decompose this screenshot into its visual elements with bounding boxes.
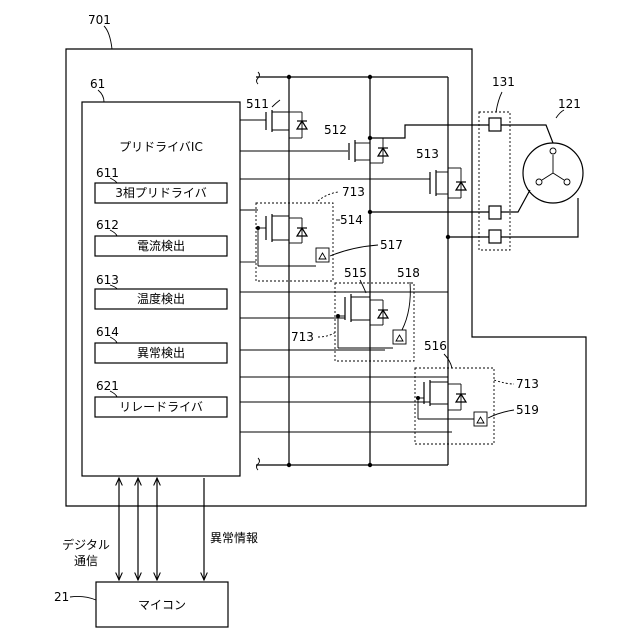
connector-131: 131 — [479, 75, 515, 250]
relay-group-label: 713 — [291, 330, 314, 344]
communication-arrows: デジタル 通信 異常情報 — [62, 478, 258, 580]
switch-515-label: 515 — [344, 266, 367, 280]
switch-514-label: 514 — [340, 213, 363, 227]
relay-group-2: 515 518 713 — [291, 266, 420, 361]
pre-driver-ic-ref: 61 — [90, 77, 105, 91]
microcontroller-name: マイコン — [138, 598, 186, 612]
motor-121: 121 — [501, 97, 583, 237]
block-name: リレードライバ — [119, 400, 203, 414]
connector-label: 131 — [492, 75, 515, 89]
block-name: 異常検出 — [137, 346, 185, 360]
block-ref: 621 — [96, 379, 119, 393]
switch-511-label: 511 — [246, 97, 269, 111]
relay-518-label: 518 — [397, 266, 420, 280]
block-name: 3相プリドライバ — [115, 186, 206, 200]
switch-512-label: 512 — [324, 123, 347, 137]
digital-comm-label-line1: デジタル — [62, 537, 110, 552]
relay-group-3: 516 713 519 — [415, 339, 539, 444]
relay-group-label: 713 — [342, 185, 365, 199]
block-name: 電流検出 — [137, 239, 185, 253]
outer-board-ref: 701 — [88, 13, 111, 27]
microcontroller-ref: 21 — [54, 590, 69, 604]
pre-driver-ic-title: プリドライバIC — [119, 140, 203, 154]
block-ref: 612 — [96, 218, 119, 232]
motor-label: 121 — [558, 97, 581, 111]
switch-512: 512 — [324, 123, 388, 163]
block-ref: 614 — [96, 325, 119, 339]
switch-513-label: 513 — [416, 147, 439, 161]
switch-513: 513 — [416, 147, 466, 198]
switch-511: 511 — [240, 97, 307, 138]
block-ref: 613 — [96, 273, 119, 287]
relay-519-label: 519 — [516, 403, 539, 417]
relay-517-label: 517 — [380, 238, 403, 252]
relay-group-1: 713 514 517 — [256, 185, 403, 281]
relay-group-label: 713 — [516, 377, 539, 391]
microcontroller: マイコン 21 — [54, 582, 228, 627]
abnormal-info-label: 異常情報 — [210, 531, 258, 545]
block-name: 温度検出 — [137, 291, 185, 306]
pre-driver-ic: 61 プリドライバIC 611 3相プリドライバ 612 電流検出 613 温度… — [82, 77, 240, 476]
digital-comm-label-line2: 通信 — [74, 554, 98, 568]
block-ref: 611 — [96, 166, 119, 180]
switch-516-label: 516 — [424, 339, 447, 353]
